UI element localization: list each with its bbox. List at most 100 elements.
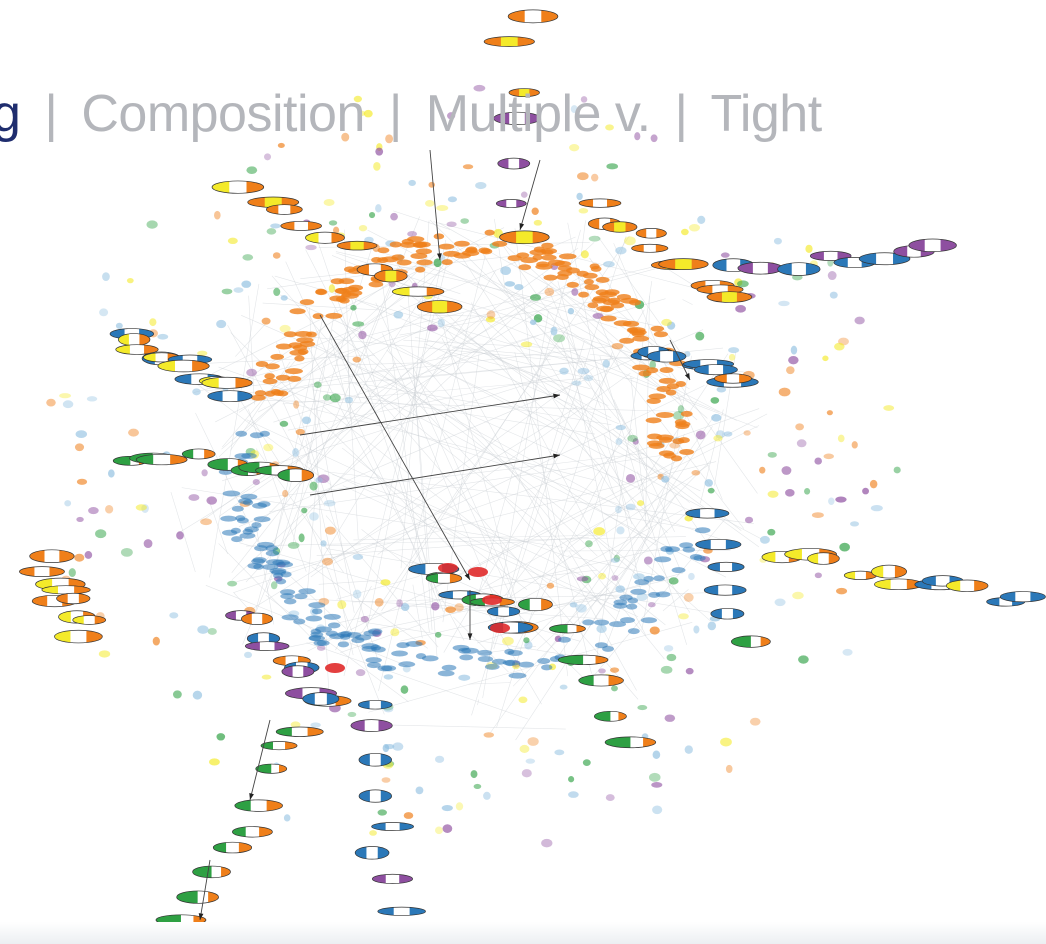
graph-node bbox=[220, 515, 237, 522]
graph-node bbox=[710, 397, 720, 404]
composite-node-segment bbox=[732, 608, 744, 619]
graph-node bbox=[244, 651, 253, 659]
graph-edge bbox=[599, 355, 687, 645]
graph-node bbox=[433, 258, 442, 268]
composite-node bbox=[212, 841, 253, 854]
graph-node bbox=[352, 321, 365, 327]
composite-node bbox=[497, 157, 531, 170]
composite-node-segment bbox=[174, 360, 193, 372]
nav-item-tight[interactable]: Tight bbox=[710, 85, 823, 143]
composite-node-segment bbox=[828, 553, 840, 564]
graph-node bbox=[611, 575, 619, 581]
composite-node-segment bbox=[810, 251, 825, 261]
graph-node bbox=[477, 649, 493, 656]
composite-node-segment bbox=[289, 468, 303, 482]
graph-node bbox=[648, 393, 667, 400]
composite-node-segment bbox=[358, 753, 371, 766]
composite-node-segment bbox=[32, 595, 48, 607]
composite-node-segment bbox=[908, 239, 926, 252]
graph-node bbox=[502, 636, 514, 646]
composite-node bbox=[730, 635, 771, 648]
graph-node bbox=[389, 241, 402, 248]
composite-node-segment bbox=[278, 204, 291, 215]
composite-node bbox=[377, 906, 426, 916]
graph-edge bbox=[307, 425, 760, 652]
graph-edge bbox=[386, 349, 598, 557]
composite-node-segment bbox=[752, 262, 769, 275]
composite-node-segment bbox=[567, 624, 577, 633]
graph-node bbox=[368, 281, 384, 288]
graph-node bbox=[135, 504, 147, 511]
graph-node bbox=[235, 430, 248, 437]
composite-node-segment bbox=[385, 874, 400, 884]
composite-node bbox=[207, 390, 253, 402]
graph-node bbox=[604, 289, 620, 296]
graph-edge bbox=[322, 405, 548, 584]
composite-node-segment bbox=[579, 199, 594, 208]
composite-node-segment bbox=[350, 241, 365, 251]
graph-node bbox=[322, 557, 333, 566]
composite-node-segment bbox=[380, 790, 392, 802]
composite-node-segment bbox=[263, 764, 272, 774]
highlight-node bbox=[438, 563, 458, 573]
graph-edge bbox=[292, 309, 336, 545]
nav-item-multiple-views[interactable]: Multiple v. bbox=[425, 85, 651, 143]
graph-node bbox=[351, 637, 365, 644]
graph-node bbox=[591, 173, 599, 182]
graph-node bbox=[265, 550, 280, 557]
graph-node bbox=[697, 215, 706, 224]
graph-node bbox=[344, 396, 354, 404]
composite-node-outline bbox=[646, 350, 687, 363]
composite-node-segment bbox=[268, 633, 280, 645]
graph-node bbox=[836, 587, 848, 595]
composite-node-segment bbox=[19, 566, 35, 577]
composite-node-outline bbox=[181, 448, 216, 460]
composite-node-segment bbox=[366, 846, 379, 860]
graph-node bbox=[246, 368, 257, 377]
graph-node bbox=[377, 257, 389, 264]
graph-node bbox=[664, 714, 676, 722]
graph-node bbox=[814, 572, 822, 579]
graph-node bbox=[403, 812, 414, 819]
graph-edge bbox=[269, 450, 694, 513]
composite-node-segment bbox=[432, 300, 448, 314]
graph-node bbox=[315, 288, 327, 295]
graph-node bbox=[265, 363, 280, 370]
graph-node bbox=[353, 95, 362, 103]
graph-node bbox=[778, 300, 790, 307]
nav-item-g[interactable]: g bbox=[0, 85, 21, 143]
graph-node bbox=[282, 489, 289, 498]
graph-node bbox=[337, 600, 347, 610]
composite-node-segment bbox=[714, 508, 729, 518]
composite-node bbox=[265, 204, 303, 215]
graph-node bbox=[624, 236, 636, 246]
graph-edge bbox=[533, 569, 598, 578]
composite-node-segment bbox=[517, 36, 535, 47]
graph-edge bbox=[335, 251, 661, 328]
composite-node-segment bbox=[371, 822, 387, 831]
composite-node-segment bbox=[691, 258, 709, 270]
composite-node-segment bbox=[625, 222, 637, 232]
graph-node bbox=[309, 481, 318, 491]
graph-edge bbox=[235, 322, 267, 357]
graph-node bbox=[681, 228, 689, 236]
graph-node bbox=[459, 654, 474, 661]
composite-node-outline bbox=[135, 453, 188, 466]
composite-node-segment bbox=[251, 613, 263, 625]
graph-node bbox=[611, 685, 618, 692]
composite-node-outline bbox=[302, 692, 340, 706]
composite-node bbox=[241, 612, 273, 625]
nav-item-composition[interactable]: Composition bbox=[81, 85, 365, 143]
graph-node bbox=[603, 261, 615, 268]
graph-node bbox=[658, 377, 676, 384]
graph-node bbox=[577, 367, 590, 375]
composite-node-outline bbox=[685, 508, 730, 519]
composite-node-segment bbox=[498, 606, 510, 617]
graph-edge bbox=[514, 228, 569, 677]
graph-node bbox=[835, 496, 847, 503]
composite-node-outline bbox=[115, 344, 159, 355]
graph-node bbox=[399, 241, 417, 248]
arrowhead bbox=[553, 393, 560, 399]
directed-edge bbox=[199, 859, 211, 921]
composite-node-segment bbox=[1000, 591, 1016, 602]
